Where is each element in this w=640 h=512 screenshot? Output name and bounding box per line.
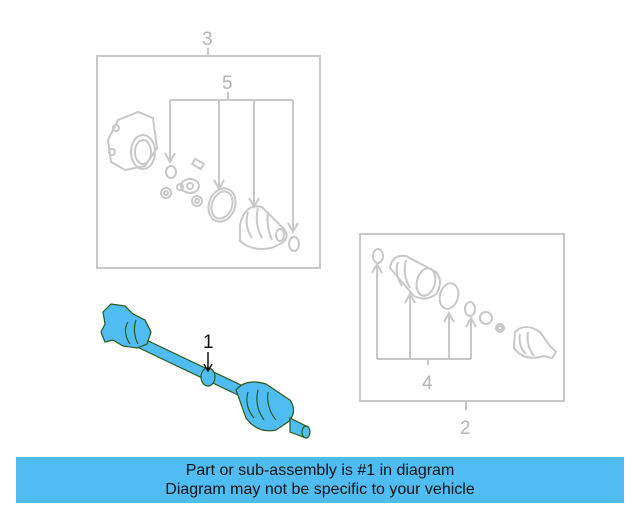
clamp-icon <box>438 282 460 310</box>
snap-ring-icon <box>464 301 476 317</box>
group-2-frame <box>359 233 565 402</box>
callout-1[interactable]: 1 <box>203 332 214 353</box>
group-2-outer-joint-kit[interactable] <box>359 233 565 410</box>
group-3-inner-joint-kit[interactable] <box>96 48 321 269</box>
housing-icon <box>106 110 159 172</box>
outer-joint-icon <box>512 326 558 360</box>
boot-icon <box>239 205 288 250</box>
banner-line-1: Part or sub-assembly is #1 in diagram <box>185 462 455 479</box>
callout-5[interactable]: 5 <box>222 73 233 94</box>
spider-icon <box>176 157 206 194</box>
snap-ring-icon <box>165 165 177 179</box>
info-banner: Part or sub-assembly is #1 in diagram Di… <box>16 457 624 503</box>
clamp-icon <box>207 187 237 223</box>
callout-1-leader <box>203 352 213 373</box>
boot-icon <box>388 254 441 300</box>
callout-3[interactable]: 3 <box>202 29 213 50</box>
banner-line-2: Diagram may not be specific to your vehi… <box>165 481 475 498</box>
small-clamp-icon <box>288 236 300 252</box>
axle-shaft-part-1[interactable] <box>100 303 311 439</box>
callout-4[interactable]: 4 <box>422 373 433 394</box>
callout-2[interactable]: 2 <box>460 418 471 439</box>
small-clamp-icon <box>372 248 384 264</box>
